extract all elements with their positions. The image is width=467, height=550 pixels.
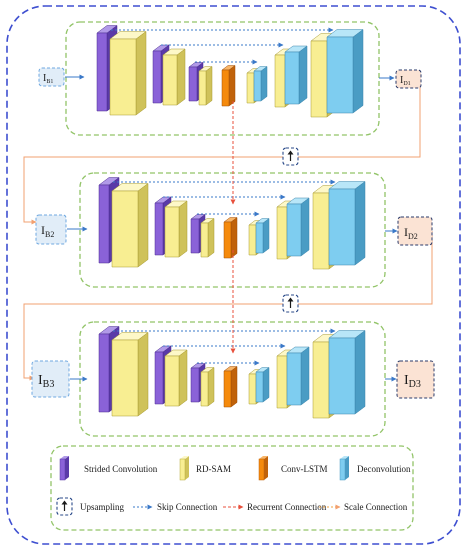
output-d1: ID1 — [395, 69, 422, 89]
conv-lstm-block-s3-6 — [223, 366, 238, 408]
deconvolution-block-s1-12 — [326, 29, 364, 114]
legend: Strided Convolution RD-SAM Conv-LSTM — [56, 456, 411, 516]
deconvolution-block-s2-10 — [286, 197, 310, 257]
rd-sam-block-s2-3 — [164, 200, 188, 258]
legend-item-strided-convolution: Strided Convolution — [59, 456, 158, 481]
orange-block-icon — [258, 456, 268, 481]
legend-label-upsampling: Upsampling — [80, 502, 124, 512]
blue-block-icon — [339, 456, 349, 481]
input-b2: IB2 — [35, 214, 67, 245]
io-arrows — [65, 74, 398, 382]
svg-text:IB2: IB2 — [41, 223, 54, 239]
purple-block-icon — [59, 456, 69, 481]
deconvolution-block-s3-8 — [255, 367, 270, 403]
rd-sam-block-s1-5 — [198, 66, 213, 106]
output-d1-sub: D1 — [403, 81, 410, 87]
legend-item-rd-sam: RD-SAM — [179, 456, 231, 481]
rd-sam-block-s1-1 — [109, 31, 147, 116]
legend-label-deconvolution: Deconvolution — [357, 464, 411, 474]
svg-text:IB1: IB1 — [43, 73, 53, 85]
scale-connections — [23, 86, 433, 381]
conv-lstm-block-s2-6 — [223, 217, 238, 259]
input-b3: IB3 — [31, 360, 70, 398]
rd-sam-block-s1-3 — [162, 48, 186, 106]
deconvolution-block-s1-10 — [284, 45, 308, 105]
input-b2-sub: B2 — [45, 230, 54, 239]
output-d2: ID2 — [397, 216, 433, 246]
upsampling-icon — [56, 497, 73, 516]
legend-item-conv-lstm: Conv-LSTM — [258, 456, 328, 481]
deconvolution-block-s3-12 — [328, 330, 366, 415]
outer-frame — [6, 5, 461, 545]
rd-sam-block-s2-5 — [200, 218, 215, 258]
scale-connection-2 — [23, 231, 433, 381]
output-d3-sub: D3 — [409, 379, 421, 390]
legend-label-recurrent-connection: Recurrent Connection — [247, 502, 327, 512]
deconvolution-block-s1-8 — [253, 66, 268, 102]
legend-label-scale-connection: Scale Connection — [344, 502, 408, 512]
svg-text:ID1: ID1 — [400, 75, 411, 87]
upsampling-icon-1 — [282, 147, 299, 166]
legend-label-strided-convolution: Strided Convolution — [84, 464, 158, 474]
upsampling-icon-2 — [282, 294, 299, 313]
deconvolution-block-s2-12 — [328, 181, 366, 266]
input-b3-main: I — [38, 373, 43, 388]
output-d1-main: I — [400, 75, 403, 86]
input-b1: IB1 — [38, 67, 65, 87]
input-b2-main: I — [41, 223, 45, 237]
input-b3-sub: B3 — [43, 379, 55, 390]
svg-text:ID2: ID2 — [404, 225, 418, 241]
output-d2-sub: D2 — [408, 232, 418, 241]
svg-text:IB3: IB3 — [38, 373, 54, 390]
deconvolution-block-s3-10 — [286, 346, 310, 406]
stage-1-frame — [65, 21, 380, 136]
rd-sam-block-s3-3 — [164, 349, 188, 407]
deconvolution-block-s2-8 — [255, 218, 270, 254]
scale-connection-1 — [23, 86, 421, 225]
legend-label-conv-lstm: Conv-LSTM — [281, 464, 328, 474]
legend-label-rd-sam: RD-SAM — [196, 464, 231, 474]
legend-item-scale-connection: Scale Connection — [319, 502, 408, 512]
legend-label-skip-connection: Skip Connection — [157, 502, 218, 512]
legend-item-upsampling: Upsampling — [56, 497, 124, 516]
conv-lstm-block-s1-6 — [221, 65, 236, 107]
legend-item-skip-connection: Skip Connection — [133, 502, 218, 512]
network-blocks — [96, 25, 366, 419]
output-d3-main: I — [404, 373, 409, 388]
rd-sam-block-s3-1 — [111, 332, 149, 417]
legend-item-recurrent-connection: Recurrent Connection — [223, 502, 327, 512]
output-d2-main: I — [404, 225, 408, 239]
rd-sam-block-s3-5 — [200, 367, 215, 407]
rd-sam-block-s2-1 — [111, 183, 149, 268]
legend-frame — [50, 445, 414, 531]
input-b1-main: I — [43, 73, 46, 84]
legend-item-deconvolution: Deconvolution — [339, 456, 411, 481]
output-d3: ID3 — [396, 360, 435, 399]
input-b1-sub: B1 — [46, 79, 53, 85]
svg-text:ID3: ID3 — [404, 373, 421, 390]
yellow-block-icon — [179, 456, 189, 481]
